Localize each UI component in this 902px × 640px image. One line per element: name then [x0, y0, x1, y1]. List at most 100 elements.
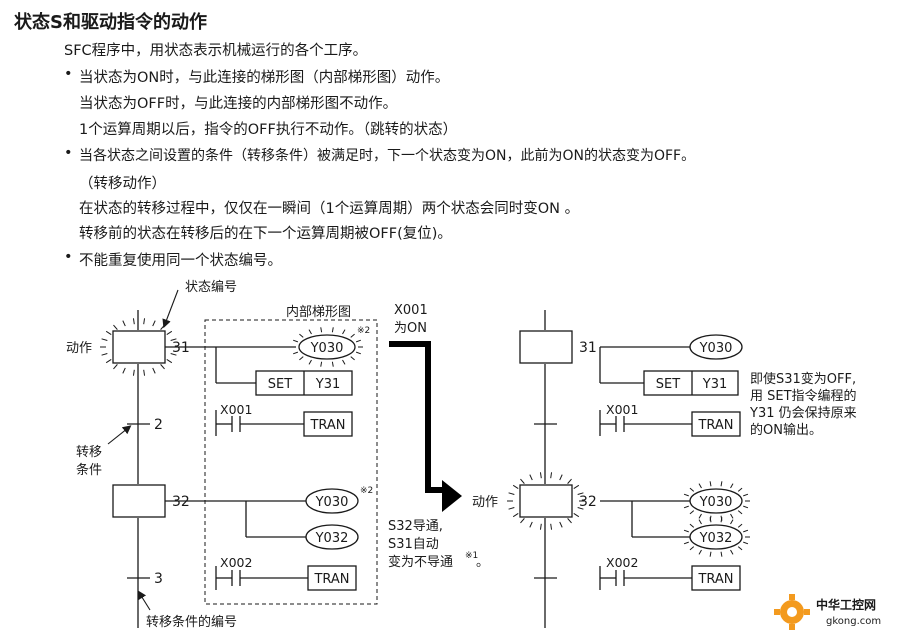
glow-ray — [143, 318, 146, 325]
glow-ray — [170, 338, 177, 341]
label-action-left: 动作 — [66, 341, 92, 356]
glow-ray — [166, 359, 173, 364]
glow-ray — [730, 519, 734, 525]
state-31-number: 31 — [172, 340, 190, 356]
coil-y030-right-bottom: Y030 — [699, 495, 733, 510]
glow-rays-y030-left — [291, 327, 363, 367]
label-inner-ladder: 内部梯形图 — [286, 304, 351, 320]
glow-ray — [698, 513, 702, 519]
glow-ray — [573, 513, 580, 518]
glow-ray — [737, 523, 743, 528]
glow-ray — [720, 517, 723, 523]
glow-ray — [355, 351, 361, 355]
glow-ray — [683, 505, 689, 509]
glow-ray — [539, 472, 542, 479]
arrow-label-top-1: X001 — [394, 303, 428, 318]
glow-ray — [743, 529, 749, 533]
bullet-1-line-2: 当状态为OFF时，与此连接的内部梯形图不动作。 — [79, 96, 398, 112]
glow-ray — [743, 493, 749, 497]
glow-ray — [573, 484, 580, 489]
bullet-2-line-4: 转移前的状态在转移后的在下一个运算周期被OFF(复位)。 — [79, 226, 452, 242]
glow-ray — [737, 487, 743, 492]
right-note-line-1: 即使S31变为OFF, — [750, 371, 856, 387]
arrow-label-bottom-1: S32导通, — [388, 519, 443, 534]
x002-label-left: X002 — [220, 555, 252, 570]
glow-ray — [512, 484, 519, 489]
label-transfer-line-1: 转移 — [76, 445, 102, 460]
coil-y032-left: Y032 — [315, 531, 349, 546]
glow-ray — [559, 521, 563, 528]
glow-ray — [152, 320, 156, 327]
note-mark-1: ※1 — [465, 551, 478, 561]
glow-ray — [320, 361, 323, 367]
set-label-right: SET — [656, 377, 680, 392]
glow-ray — [113, 324, 118, 330]
glow-ray — [342, 329, 346, 335]
arrow-label-bottom-2: S31自动 — [388, 537, 439, 552]
glow-ray — [720, 551, 723, 557]
glow-ray — [709, 551, 712, 557]
left-ladder — [215, 334, 359, 591]
glow-ray — [550, 523, 553, 530]
glow-ray — [113, 364, 118, 370]
glow-ray — [577, 507, 584, 510]
state-32-number-right: 32 — [579, 494, 597, 510]
glow-ray — [709, 517, 712, 523]
glow-ray — [730, 513, 734, 519]
section-title: 状态S和驱动指令的动作 — [14, 12, 207, 33]
state-32-number: 32 — [172, 494, 190, 510]
glow-ray — [529, 521, 533, 528]
intro-text: SFC程序中，用状态表示机械运行的各个工序。 — [64, 43, 368, 59]
watermark-brand: 中华工控网 — [816, 597, 876, 612]
glow-ray — [698, 519, 702, 525]
bullet-3: • — [64, 249, 73, 265]
note-mark-2-bottom: ※2 — [360, 486, 373, 496]
glow-ray — [350, 333, 355, 338]
glow-ray — [730, 549, 734, 555]
glow-ray — [520, 478, 525, 484]
annotation-arrows — [107, 289, 179, 611]
glow-ray — [170, 353, 177, 356]
y31-label-left: Y31 — [315, 377, 340, 392]
glow-ray — [689, 546, 695, 551]
glow-ray — [293, 351, 299, 355]
glow-ray — [122, 320, 126, 327]
glow-ray — [160, 324, 165, 330]
tran-2-right: TRAN — [697, 572, 733, 587]
glow-ray — [743, 541, 749, 545]
glow-ray — [105, 359, 112, 364]
glow-ray — [331, 361, 334, 367]
bullet-1-line-3: 1个运算周期以后，指令的OFF执行不动作。（跳转的状态） — [79, 122, 458, 138]
glow-ray — [132, 318, 135, 325]
glow-ray — [737, 510, 743, 515]
glow-ray — [320, 327, 323, 333]
bullet-2: • — [64, 145, 73, 161]
glow-ray — [689, 523, 695, 528]
bullet-2-line-1: 当各状态之间设置的条件（转移条件）被满足时，下一个状态变为ON，此前为ON的状态… — [79, 148, 696, 164]
glow-ray — [132, 369, 135, 376]
label-transfer-line-2: 条件 — [76, 462, 102, 478]
tran-1-left: TRAN — [309, 418, 345, 433]
coil-y030-state32-left: Y030 — [315, 495, 349, 510]
glow-ray — [743, 505, 749, 509]
glow-rays-y032-right — [682, 517, 750, 557]
tran-1-right: TRAN — [697, 418, 733, 433]
glow-ray — [143, 369, 146, 376]
bullet-1-line-1: 当状态为ON时，与此连接的梯形图（内部梯形图）动作。 — [79, 70, 450, 86]
set-label-left: SET — [268, 377, 292, 392]
glow-ray — [299, 333, 304, 338]
glow-ray — [342, 359, 346, 365]
right-sfc — [519, 310, 743, 628]
glow-ray — [308, 329, 312, 335]
coil-y030-right-top: Y030 — [699, 341, 733, 356]
label-transfer-number: 转移条件的编号 — [146, 614, 237, 630]
glow-ray — [350, 356, 355, 361]
watermark-logo: 中华工控网 gkong.com — [770, 588, 900, 636]
x001-label-left: X001 — [220, 402, 252, 417]
glow-ray — [520, 518, 525, 524]
glow-ray — [105, 330, 112, 335]
transition-3-number: 3 — [154, 571, 163, 587]
glow-ray — [539, 523, 542, 530]
tran-2-left: TRAN — [313, 572, 349, 587]
glow-ray — [698, 483, 702, 489]
